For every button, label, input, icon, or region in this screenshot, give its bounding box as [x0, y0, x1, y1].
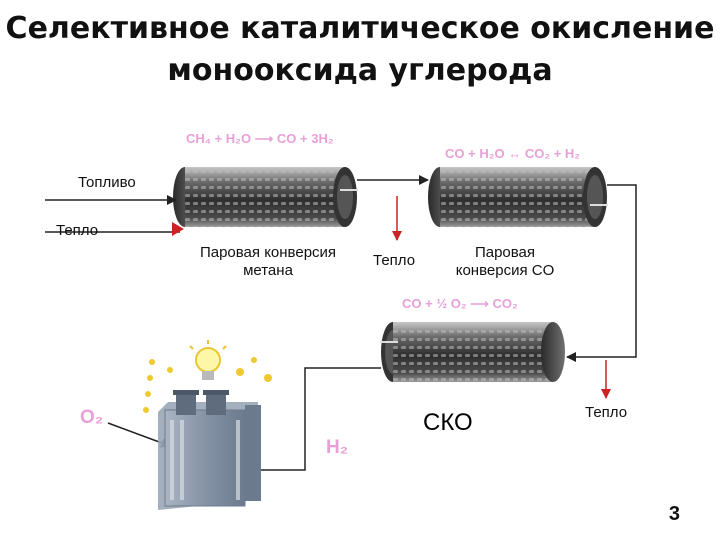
- reactor-sko: [380, 322, 565, 382]
- fuel-label: Топливо: [78, 174, 136, 191]
- heat-output-label-2: Тепло: [585, 404, 628, 421]
- flow-line-2-3: [566, 184, 637, 362]
- hydrogen-label: H₂: [326, 437, 349, 458]
- reaction-co-shift: CO + H₂O ↔ CO₂ + H₂: [445, 146, 581, 161]
- flow-line-3-fc: [249, 367, 381, 475]
- heat-input-label: Тепло: [56, 222, 99, 239]
- oxygen-label: O₂: [80, 407, 104, 428]
- stage-label-co-shift-line2: конверсия CO: [455, 262, 555, 279]
- stage-label-methane: Паровая конверсия метана: [168, 244, 368, 280]
- stage-label-co-shift: Паровая конверсия CO: [430, 244, 580, 280]
- fuel-cell: [158, 390, 261, 510]
- heat-output-label-1: Тепло: [373, 252, 416, 269]
- title-line-2: монооксида углерода: [167, 53, 553, 88]
- reaction-sko: CO + ½ O₂ ⟶ CO₂: [402, 296, 518, 311]
- title-line-1: Селективное каталитическое окисление: [5, 11, 715, 46]
- page-number: 3: [668, 503, 680, 525]
- heat-input-arrowhead: [172, 222, 184, 236]
- stage-label-methane-line2: метана: [243, 262, 293, 279]
- reactor-methane: [173, 167, 358, 227]
- energy-dots: [143, 357, 272, 413]
- lightbulb-icon: [189, 340, 227, 380]
- stage-label-co-shift-line1: Паровая: [474, 244, 536, 261]
- reaction-methane: CH₄ + H₂O ⟶ CO + 3H₂: [186, 131, 334, 146]
- page-title: Селективное каталитическое окисление мон…: [0, 8, 720, 92]
- stage-label-sko: СКО: [423, 409, 473, 436]
- reactor-co-shift: [428, 167, 608, 227]
- stage-label-methane-line1: Паровая конверсия: [199, 244, 337, 261]
